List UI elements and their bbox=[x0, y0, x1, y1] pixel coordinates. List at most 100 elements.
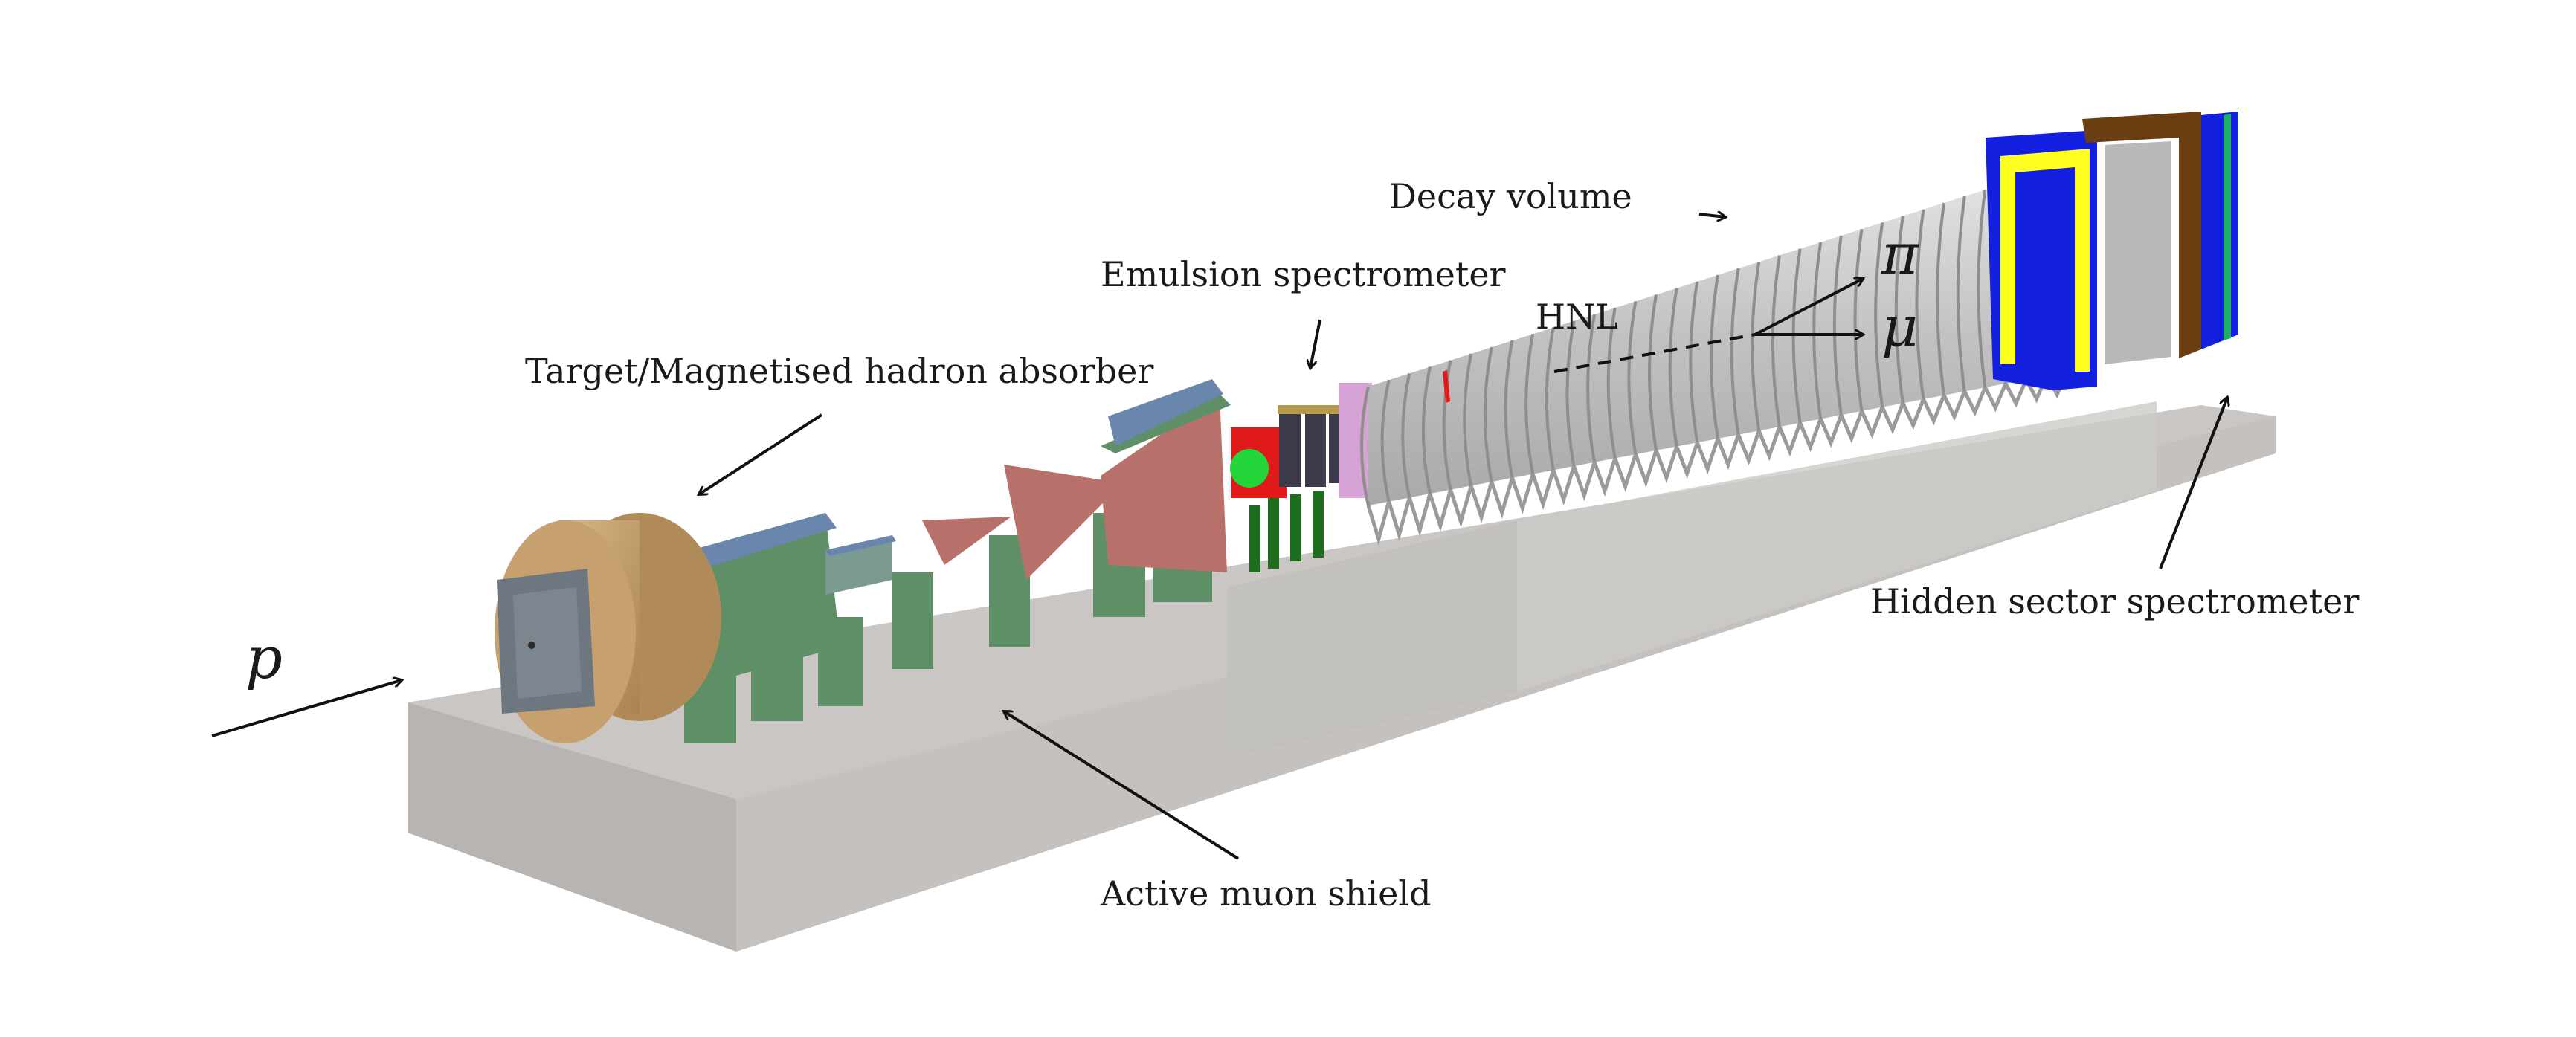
tube-rib bbox=[1915, 209, 1925, 400]
decay-red-mark bbox=[1443, 370, 1450, 403]
emulsion-module bbox=[1305, 409, 1326, 487]
pion-label: π bbox=[1881, 221, 1920, 287]
hidden-sector-spectrometer-detector bbox=[1986, 112, 2238, 390]
tube-rib bbox=[1360, 386, 1370, 506]
truss-segment bbox=[1510, 473, 1535, 515]
muon-shield-label: Active muon shield bbox=[1100, 873, 1432, 914]
truss-segment bbox=[1860, 406, 1884, 439]
muon-shield-arrow bbox=[1004, 711, 1240, 860]
truss-segment bbox=[1551, 465, 1576, 506]
tube-rib bbox=[1565, 320, 1576, 467]
emulsion-label: Emulsion spectrometer bbox=[1101, 254, 1506, 294]
emulsion-module bbox=[1279, 413, 1301, 487]
spectrometer-yellow-frame bbox=[2000, 149, 2090, 372]
proton-label: p bbox=[245, 625, 283, 692]
tube-rib bbox=[1606, 307, 1617, 459]
spectrometer-green-edge bbox=[2224, 114, 2231, 340]
support-block bbox=[892, 572, 933, 669]
muon-label: μ bbox=[1881, 293, 1918, 359]
tube-rib bbox=[1483, 346, 1493, 482]
truss-segment bbox=[1366, 501, 1391, 546]
tube-rib bbox=[1812, 242, 1823, 419]
truss-segment bbox=[1634, 450, 1658, 488]
truss-segment bbox=[1798, 418, 1823, 453]
support-block bbox=[1268, 498, 1279, 569]
annotation-arrows bbox=[211, 214, 2227, 860]
truss-segment bbox=[1922, 394, 1946, 426]
target-hole bbox=[528, 642, 535, 649]
truss-segment bbox=[1962, 387, 1987, 417]
decay-volume-label: Decay volume bbox=[1389, 176, 1632, 216]
truss-segment bbox=[1469, 481, 1494, 524]
emulsion-arrow bbox=[1310, 319, 1321, 368]
truss-segment bbox=[1716, 433, 1741, 471]
emulsion-spectrometer-detector bbox=[1230, 383, 1372, 498]
tube-rib bbox=[1894, 216, 1904, 404]
tube-rib bbox=[1545, 327, 1555, 471]
hnl-track bbox=[1553, 333, 1756, 373]
floor-block-mid bbox=[1227, 520, 1517, 758]
truss-segment bbox=[1387, 497, 1411, 541]
truss-segment bbox=[1572, 462, 1597, 502]
hidden-sector-arrow bbox=[2159, 398, 2227, 569]
tube-rib bbox=[1751, 262, 1761, 431]
tube-rib bbox=[1524, 334, 1535, 475]
truss-segment bbox=[1530, 469, 1556, 511]
absorber-magnet-top bbox=[692, 513, 837, 569]
tube-rib bbox=[1874, 222, 1884, 407]
shield-magnet-cap bbox=[1108, 379, 1223, 446]
truss-segment bbox=[1675, 442, 1699, 479]
truss-segment bbox=[1839, 410, 1864, 444]
truss-segment bbox=[1449, 485, 1473, 529]
hidden-sector-label: Hidden sector spectrometer bbox=[1870, 581, 2359, 621]
emulsion-frame bbox=[1278, 405, 1352, 414]
support-block bbox=[1249, 505, 1260, 572]
spectrometer-blue-back bbox=[2201, 112, 2238, 349]
tube-rib bbox=[1832, 235, 1843, 416]
truss-segment bbox=[1428, 489, 1452, 532]
tube-rib bbox=[1710, 274, 1719, 439]
active-muon-shield bbox=[922, 379, 1231, 580]
truss-segment bbox=[1490, 477, 1514, 520]
pion-track bbox=[1754, 279, 1863, 336]
target-label: Target/Magnetised hadron absorber bbox=[525, 351, 1153, 391]
shield-magnet bbox=[1101, 394, 1227, 572]
spectrometer-gray-panel bbox=[2105, 141, 2171, 364]
tube-rib bbox=[1668, 288, 1678, 447]
tube-rib bbox=[1380, 379, 1391, 503]
event-trajectory bbox=[1553, 279, 1863, 373]
truss-segment bbox=[1777, 421, 1802, 457]
tube-rib bbox=[1421, 366, 1432, 494]
tube-rib bbox=[1936, 202, 1946, 396]
truss-segment bbox=[1818, 414, 1844, 448]
truss-segment bbox=[1901, 398, 1925, 430]
decay-tube-body bbox=[1368, 164, 2067, 505]
spectrometer-brown-block bbox=[2082, 112, 2201, 358]
tube-rib bbox=[1977, 190, 1987, 388]
proton-arrow bbox=[211, 680, 402, 737]
support-block bbox=[1290, 494, 1301, 561]
target bbox=[495, 513, 721, 743]
support-block bbox=[1313, 491, 1324, 558]
floor-block-right bbox=[1517, 401, 2157, 691]
target-face-inner bbox=[513, 587, 582, 699]
tube-rib bbox=[1956, 196, 1966, 392]
truss-segment bbox=[1613, 453, 1638, 493]
hnl-label: HNL bbox=[1536, 297, 1618, 337]
decay-tube-truss bbox=[1366, 370, 2070, 546]
shield-magnet bbox=[1004, 465, 1123, 580]
emulsion-green-disc bbox=[1230, 449, 1269, 488]
shield-magnet bbox=[922, 517, 1011, 565]
decay-volume-arrow bbox=[1698, 214, 1725, 217]
truss-segment bbox=[1696, 438, 1720, 475]
truss-segment bbox=[1756, 426, 1782, 462]
truss-segment bbox=[1592, 457, 1617, 497]
floor-slab bbox=[408, 401, 2276, 952]
tube-rib bbox=[1771, 255, 1781, 427]
floor-front bbox=[408, 702, 736, 952]
truss-segment bbox=[1407, 493, 1432, 537]
truss-segment bbox=[1736, 430, 1761, 466]
target-arrow bbox=[699, 413, 823, 494]
truss-segment bbox=[1880, 402, 1905, 435]
